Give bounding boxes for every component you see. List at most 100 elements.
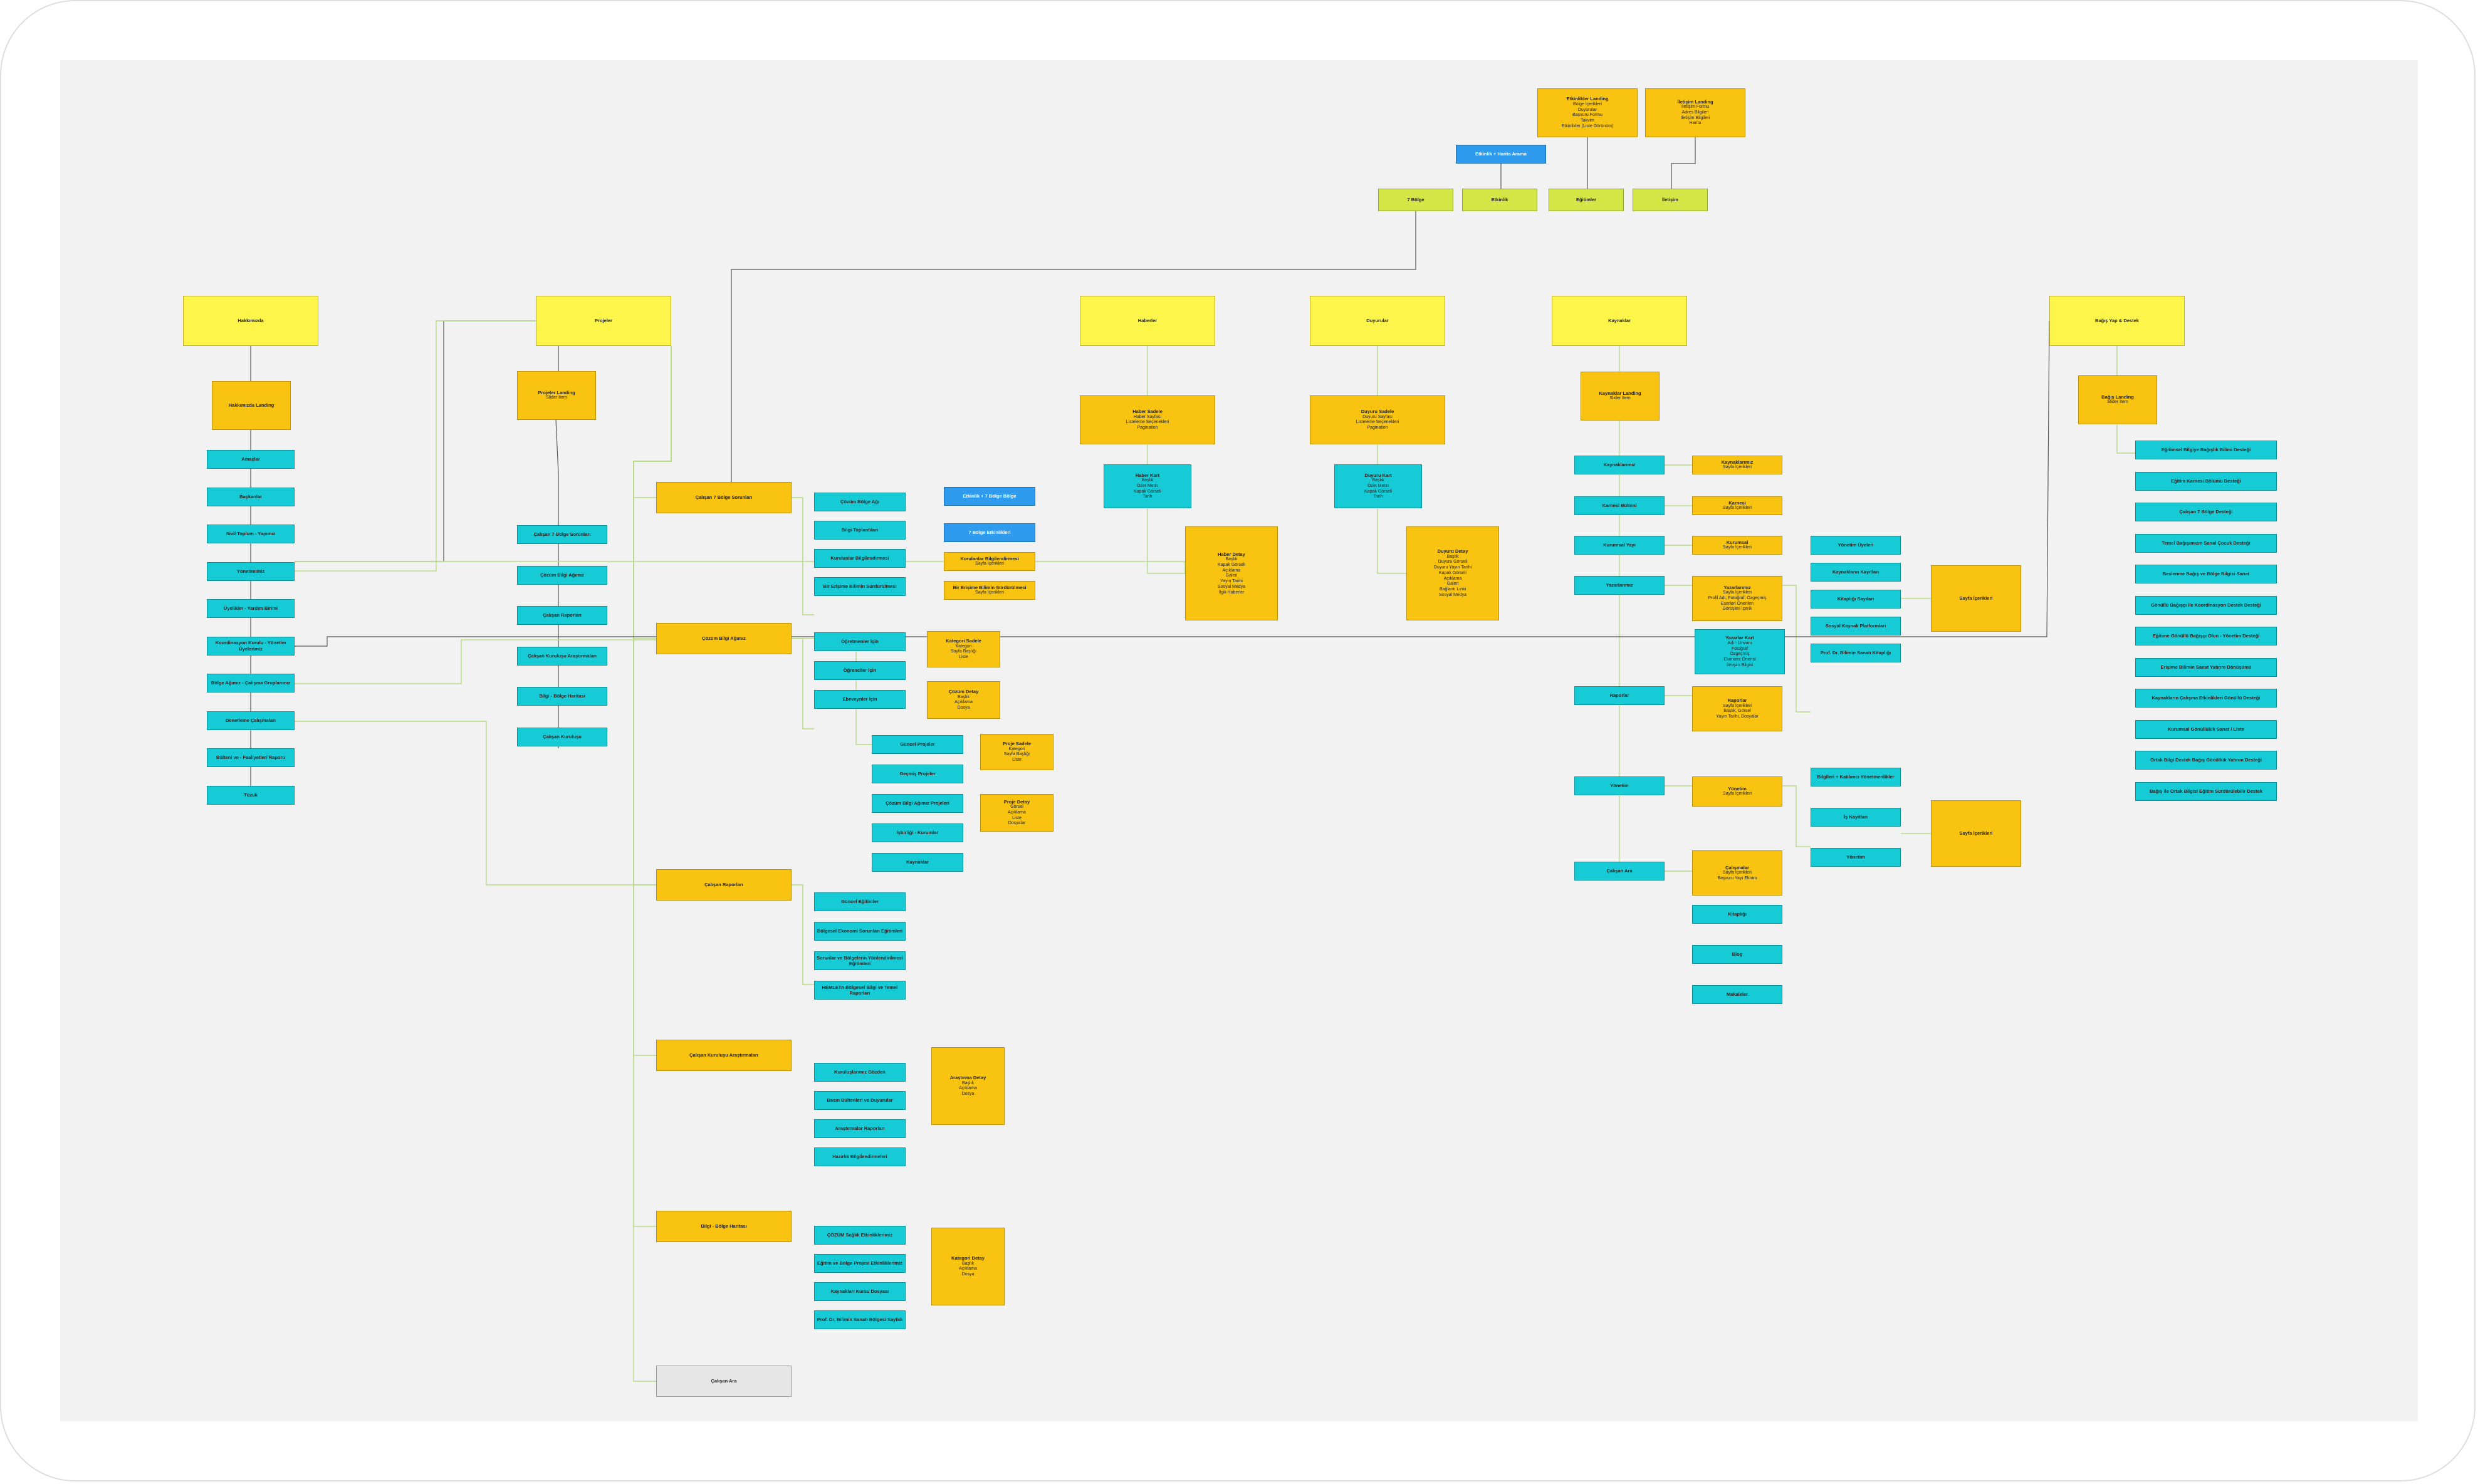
hakkimizda-page-1[interactable]: Başkanlar: [207, 487, 295, 506]
proje-g4-page-1[interactable]: Basın Bültenleri ve Duyurular: [814, 1091, 906, 1110]
kaynaklar-page-6[interactable]: Çalışan Ara: [1574, 862, 1665, 880]
kaynaklar-page-3[interactable]: Yazarlarımız: [1574, 576, 1665, 595]
projeler-group-0[interactable]: Çalışan 7 Bölge Sorunları: [656, 482, 792, 513]
proje-g2-page-1[interactable]: Geçmiş Projeler: [872, 765, 963, 783]
bagis-page-2[interactable]: Çalışan 7 Bölge Desteği: [2135, 503, 2277, 521]
etkinlik-highlight-box[interactable]: Etkinlik + Harita Arama: [1456, 145, 1546, 164]
projeler-group-5[interactable]: Bilgi - Bölge Haritası: [656, 1211, 792, 1242]
proje-g3-page-2[interactable]: Sorunlar ve Bölgelerin Yönlendirilmesi E…: [814, 951, 906, 970]
projeler-page-2[interactable]: Çalışan Raporları: [517, 606, 607, 625]
proje-g0-highlight-0[interactable]: Etkinlik + 7 Bölge Bölge: [944, 487, 1035, 506]
proje-g4-page-0[interactable]: Kuruluşlarımız Gözden: [814, 1063, 906, 1082]
projeler-page-1[interactable]: Çözüm Bilgi Ağımız: [517, 565, 607, 585]
hakkimizda-page-0[interactable]: Amaçlar: [207, 450, 295, 469]
hakkimizda-page-8[interactable]: Bülteni ve - Faaliyetleri Raporu: [207, 748, 295, 767]
bagis-page-4[interactable]: Beslenme Bağış ve Bölge Bilgisi Sanat: [2135, 565, 2277, 583]
proje-g1-page-2[interactable]: Ebeveynler İçin: [814, 690, 906, 709]
bagis-page-7[interactable]: Erişime Bilimin Sanat Yatırım Dönüşümü: [2135, 657, 2277, 677]
projeler-page-5[interactable]: Çalışan Kuruluşu: [517, 727, 607, 746]
bagis-page-11[interactable]: Bağış ile Ortak Bilgisi Eğitim Sürdürüle…: [2135, 781, 2277, 801]
bagis-page-9[interactable]: Kurumsal Gönüllülük Sanat / Liste: [2135, 719, 2277, 739]
proje-g5-page-3[interactable]: Prof. Dr. Bilimin Sanatı Bölgesi Sayfalı: [814, 1310, 906, 1329]
kaynaklar-subtop-1[interactable]: Kaynakların Kayıtları: [1811, 563, 1901, 582]
proje-g5-page-1[interactable]: Eğitim ve Bölge Projesi Etkinliklerimiz: [814, 1254, 906, 1273]
proje-g0-page-2[interactable]: Kurulanlar Bilgilendirmesi: [814, 549, 906, 568]
proje-g0-page-0[interactable]: Çözüm Bölge Ağı: [814, 493, 906, 511]
section-bagis[interactable]: Bağış Yap & Destek: [2049, 296, 2185, 346]
hakkimizda-page-9[interactable]: Tüzük: [207, 785, 295, 805]
kaynaklar-extra-1[interactable]: Blog: [1692, 945, 1782, 964]
proje-g2-page-2[interactable]: Çözüm Bilgi Ağımız Projeleri: [872, 794, 963, 813]
kaynaklar-extra-2[interactable]: Makaleler: [1692, 985, 1782, 1004]
section-kaynaklar[interactable]: Kaynaklar: [1552, 296, 1687, 346]
projeler-group-4[interactable]: Çalışan Kuruluşu Araştırmaları: [656, 1040, 792, 1071]
bagis-page-10[interactable]: Ortak Bilgi Destek Bağış Gönüllük Yatırı…: [2135, 751, 2277, 770]
hakkimizda-landing-card[interactable]: Hakkımızda Landing: [212, 381, 291, 430]
kaynaklar-subtop-4[interactable]: Prof. Dr. Bilimin Sanatı Kitaplığı: [1811, 644, 1901, 662]
hakkimizda-page-7[interactable]: Denetleme Çalışmaları: [207, 711, 295, 730]
kaynaklar-subtop-0[interactable]: Yönetim Üyeleri: [1811, 536, 1901, 555]
proje-g2-page-4[interactable]: Kaynaklar: [872, 853, 963, 872]
proje-g2-page-0[interactable]: Güncel Projeler: [872, 735, 963, 754]
section-haberler[interactable]: Haberler: [1080, 296, 1215, 346]
projeler-page-3[interactable]: Çalışan Kuruluşu Araştırmaları: [517, 646, 607, 666]
section-projeler[interactable]: Projeler: [536, 296, 671, 346]
kaynaklar-page-5[interactable]: Yönetim: [1574, 776, 1665, 795]
proje-g0-highlight-1[interactable]: 7 Bölge Etkinlikleri: [944, 523, 1035, 542]
proje-g5-page-2[interactable]: Kaynakları Kursu Dosyası: [814, 1282, 906, 1301]
kaynaklar-subbottom-0[interactable]: Bilgileri + Katılımcı Yönetmenlikler: [1811, 768, 1901, 786]
kaynaklar-subtop-3[interactable]: Sosyal Kaynak Platformları: [1811, 617, 1901, 635]
proje-g3-page-3[interactable]: HEMLETA Bölgesel Bilgi ve Temel Raporlar…: [814, 981, 906, 1000]
kaynaklar-extra-0[interactable]: Kitaplığı: [1692, 905, 1782, 924]
proje-g1-page-1[interactable]: Öğrenciler İçin: [814, 661, 906, 680]
projeler-group-3[interactable]: Çalışan Raporları: [656, 869, 792, 901]
hakkimizda-page-5[interactable]: Koordinasyon Kurulu - Yönetim Üyelerimiz: [207, 636, 295, 656]
proje-g0-page-3[interactable]: Bir Erişime Bilimin Sürdürülmesi: [814, 577, 906, 596]
top-menu-item-0[interactable]: 7 Bölge: [1378, 189, 1453, 211]
projeler-page-0[interactable]: Çalışan 7 Bölge Sorunları: [517, 525, 607, 544]
section-duyurular[interactable]: Duyurular: [1310, 296, 1445, 346]
bagis-page-6[interactable]: Eğitime Gönüllü Bağışçı Olun - Yönetim D…: [2135, 627, 2277, 645]
proje-g2-page-3[interactable]: İşbirliği - Kurumlar: [872, 823, 963, 842]
projeler-page-4[interactable]: Bilgi - Bölge Haritası: [517, 687, 607, 706]
proje-g3-page-0[interactable]: Güncel Eğitimler: [814, 892, 906, 911]
proje-g5-page-0[interactable]: ÇÖZÜM Sağlık Etkinliklerimiz: [814, 1226, 906, 1245]
top-menu-item-1[interactable]: Etkinlik: [1462, 189, 1537, 211]
projeler-group-6[interactable]: Çalışan Ara: [656, 1366, 792, 1397]
top-menu-item-3[interactable]: İletişim: [1633, 189, 1708, 211]
proje-g4-page-2[interactable]: Araştırmalar Raporları: [814, 1119, 906, 1138]
kaynaklar-page-1[interactable]: Karnesi Bülteni: [1574, 496, 1665, 515]
bagis-page-1[interactable]: Eğitim Karnesi Bölümü Desteği: [2135, 471, 2277, 491]
kaynaklar-subbottom-2[interactable]: Yönetim: [1811, 848, 1901, 867]
hakkimizda-page-4[interactable]: Üyelikler - Yardım Birimi: [207, 599, 295, 618]
bagis-page-0[interactable]: Eğitimsel Bilgiye Bağışlık Bilimi Desteğ…: [2135, 441, 2277, 459]
proje-g0-page-1[interactable]: Bilgi Toplantıları: [814, 521, 906, 540]
proje-g3-page-1[interactable]: Bölgesel Ekonomi Sorunları Eğitimleri: [814, 922, 906, 941]
bagis-page-5[interactable]: Gönüllü Bağışçı ile Koordinasyon Destek …: [2135, 595, 2277, 615]
hakkimizda-page-3[interactable]: Yönetimimiz: [207, 562, 295, 581]
kaynaklar-pagecard-1[interactable]: Sayfa İçerikleri: [1931, 800, 2021, 867]
top-menu-item-2[interactable]: Eğitimler: [1549, 189, 1624, 211]
